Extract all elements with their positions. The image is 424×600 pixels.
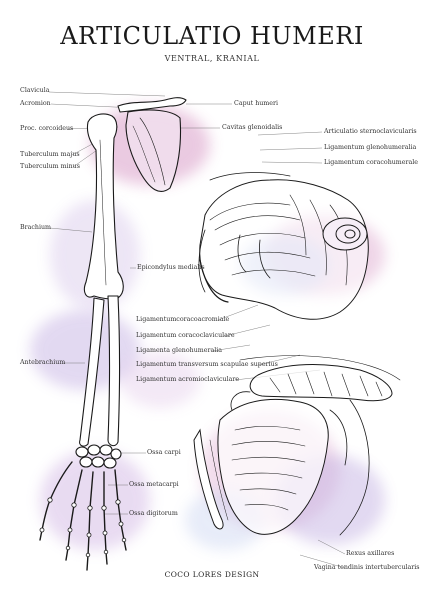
label-articulatio-sternoclavicularis: Articulatio sternoclavicularis — [324, 128, 417, 135]
clavicle-bone — [117, 97, 187, 113]
label-ossa-digitorum: Ossa digitorum — [129, 510, 178, 517]
arm-skeleton — [39, 97, 187, 571]
label-ossa-metacarpi: Ossa metacarpi — [129, 481, 179, 488]
label-vagina-tendinis: Vagina tendinis intertubercularis — [314, 564, 420, 571]
poster-subtitle: VENTRAL, KRANIAL — [164, 54, 260, 63]
label-ligamentum-coracohumerale: Ligamentum coracohumerale — [324, 159, 419, 166]
label-acromion: Acromion — [20, 100, 51, 107]
label-ligamenta-glenohumeralia: Ligamenta glenohumeralia — [136, 347, 222, 354]
carpal-bones — [75, 444, 122, 469]
radius-bone — [107, 295, 121, 447]
label-ligamentum-transversum: Ligamentum transversum scapulae superius — [136, 361, 278, 368]
label-ligamentum-acromioclaviculare: Ligamentum acromioclaviculare — [136, 376, 240, 383]
label-clavicula: Clavicula — [20, 87, 50, 94]
label-ligamentum-glenohumeralia: Ligamentum glenohumeralia — [324, 144, 417, 151]
leader-lines — [48, 91, 346, 569]
label-ossa-carpi: Ossa carpi — [147, 449, 181, 456]
finger-joints — [39, 497, 127, 558]
label-epicondylus-medialis: Epicondylus medialis — [137, 264, 205, 271]
label-caput-humeri: Caput humeri — [234, 100, 279, 107]
label-ligamentum-coracoclaviculare: Ligamentum coracoclaviculare — [136, 332, 235, 339]
label-rexus-axillares: Rexus axillares — [346, 550, 395, 557]
label-proc-coracoideus: Proc. corcoideus — [20, 125, 74, 132]
label-ligamentum-coracoacromiale: Ligamentumcoracoacromiale — [136, 316, 230, 323]
label-tuberculum-minus: Tuberculum minus — [20, 163, 80, 170]
poster-title: ARTICULATIO HUMERI — [60, 22, 364, 50]
scapula-bone — [125, 109, 182, 192]
shoulder-cranial-view — [198, 172, 369, 320]
label-tuberculum-majus: Tuberculum majus — [20, 151, 80, 158]
label-brachium: Brachium — [20, 224, 52, 231]
designer-credit: COCO LORES DESIGN — [164, 570, 260, 579]
shoulder-ventral-view — [193, 355, 401, 536]
label-antebrachium: Antebrachium — [20, 359, 66, 366]
ulna-bone — [79, 297, 105, 447]
label-cavitas-glenoidalis: Cavitas glenoidalis — [222, 124, 283, 131]
